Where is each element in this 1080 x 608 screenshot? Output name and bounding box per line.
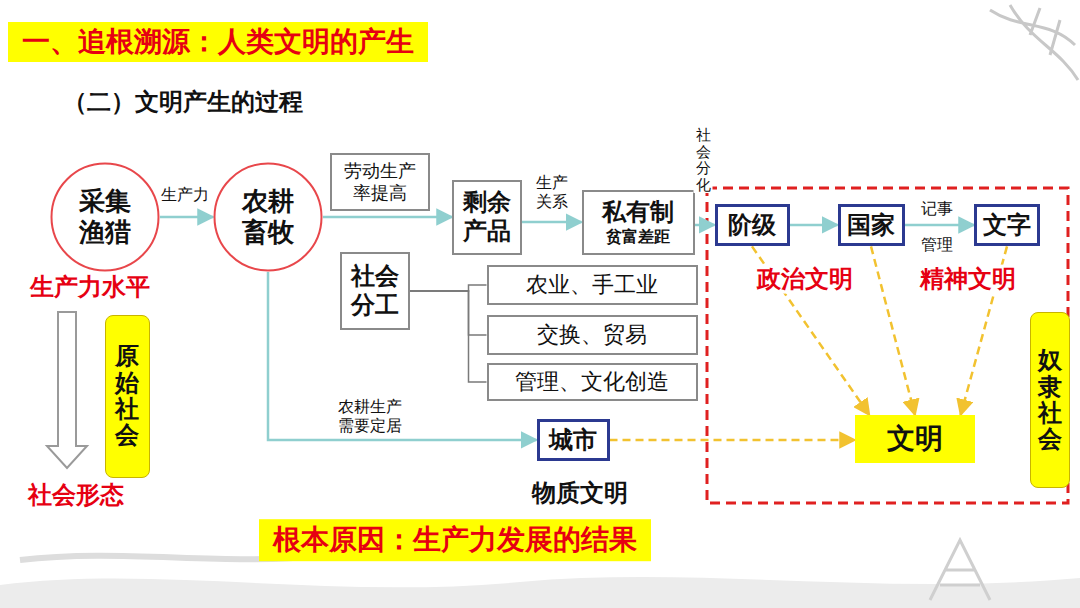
node-text: 文明 [887,422,943,456]
text-label: 管理 [919,235,955,254]
node-text: 文字 [983,211,1031,240]
node-text: 私有制 [602,198,674,227]
text-label: 社会形态 [26,481,126,510]
node-text: 剩余产品 [461,188,514,246]
node-text: 交换、贸易 [537,322,647,348]
connector [410,285,487,291]
pavilion-sketch [930,540,990,600]
banner-label: 根本原因：生产力发展的结果 [259,519,651,561]
node-text: 社会分工 [349,262,402,320]
edge-label: 农耕生产 需要定居 [333,397,407,435]
process-box: 私有制贫富差距 [582,190,695,255]
process-box: 社会分工 [340,252,410,330]
result-box: 文明 [855,415,975,463]
node-text: 原始社会 [115,343,139,449]
division-box: 管理、文化创造 [487,363,698,401]
division-box: 农业、手工业 [487,265,698,305]
text-label: （二）文明产生的过程 [61,88,305,117]
edge-label: 记事 [919,199,955,218]
title-banner: 一、追根溯源：人类文明的产生 [8,22,428,62]
connector [522,221,582,224]
connector [695,224,715,227]
society-box: 原始社会 [105,315,150,478]
node-text: 农业、手工业 [526,272,658,298]
text-label: 精神文明 [918,265,1018,294]
title: 一、追根溯源：人类文明的产生 [22,25,414,59]
node-text: 管理、文化创造 [515,369,669,395]
stage-box: 文字 [974,204,1040,247]
node-text: 采集渔猎 [76,186,133,248]
text-label: 政治文明 [755,265,855,294]
connector [752,246,869,415]
node-text: 贫富差距 [606,227,670,246]
edge-label: 生产关系 [532,173,571,211]
hollow-arrow [47,312,87,468]
node-text: 劳动生产率提高 [342,160,418,203]
society-box: 奴隶社会 [1030,312,1070,488]
stage-box: 阶级 [715,204,790,247]
dashed-region [707,188,1068,503]
node-text: 城市 [549,426,597,455]
connector [410,291,487,382]
stage-circle: 采集渔猎 [50,162,160,272]
connector [323,216,452,219]
node-text: 奴隶社会 [1038,347,1062,453]
edge-label: 生产力 [159,185,211,204]
process-box: 剩余产品 [452,180,522,255]
text-label: 生产力水平 [28,273,152,302]
connector [410,291,487,335]
connector [790,224,838,227]
stage-box: 国家 [838,204,905,247]
connector [160,216,213,219]
node-text: 阶级 [728,211,776,240]
connector [610,439,856,442]
text-label: 物质文明 [530,479,630,508]
pine-sketch [990,5,1078,80]
ink-wash [0,577,1080,608]
connector [871,246,915,415]
stage-circle: 农耕畜牧 [213,162,323,272]
division-box: 交换、贸易 [487,315,698,355]
connector [905,224,975,227]
node-text: 农耕畜牧 [239,186,296,248]
process-box: 劳动生产率提高 [330,153,430,211]
node-text: 国家 [847,211,895,240]
edge-label: 社会分化 [694,127,713,193]
stage-box: 城市 [537,419,610,462]
